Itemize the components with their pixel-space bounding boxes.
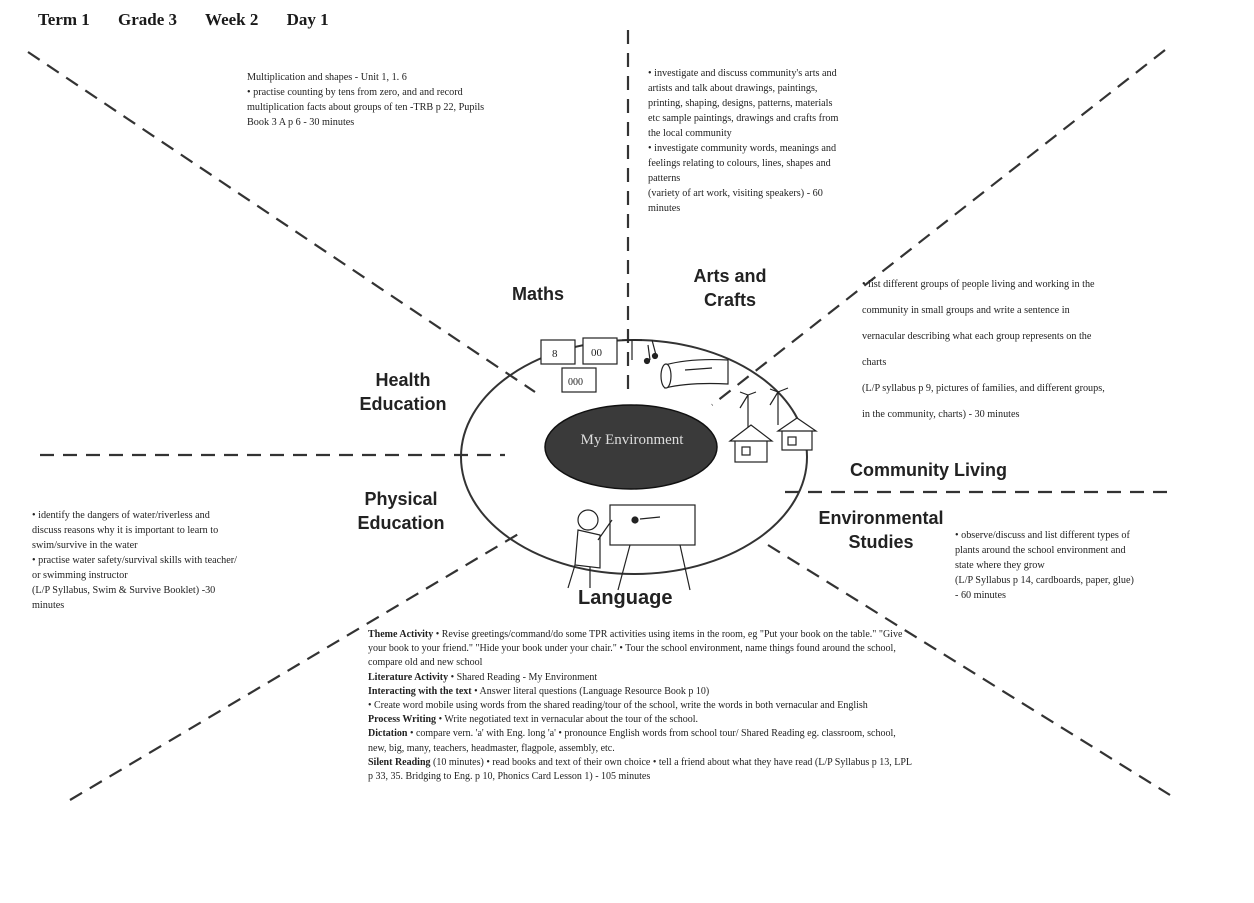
silent-reading-activity: Silent Reading (10 minutes) • read books… [368, 756, 913, 784]
arts-line: patterns [648, 173, 681, 184]
center-theme-label: My Environment [580, 432, 684, 448]
arts-line: printing, shaping, designs, patterns, ma… [648, 98, 833, 109]
health-label-line1: Health [375, 370, 431, 390]
arts-activity-block: • investigate and discuss community's ar… [648, 66, 948, 216]
environmental-line: • observe/discuss and list different typ… [955, 530, 1130, 541]
process-text: • Write negotiated text in vernacular ab… [436, 714, 699, 726]
arts-line: the local community [648, 128, 732, 139]
maths-picture-icon: 8 00 000 [540, 337, 618, 393]
interacting-heading: Interacting with the text [368, 685, 472, 697]
word-mobile-activity: • Create word mobile using words from th… [368, 700, 868, 712]
community-line: • list different groups of people living… [862, 279, 1095, 290]
maths-activity-block: Multiplication and shapes - Unit 1, 1. 6… [247, 70, 637, 130]
physical-label-line2: Education [357, 513, 445, 533]
arts-label-line1: Arts and [693, 266, 767, 286]
arts-line: feelings relating to colours, lines, sha… [648, 158, 831, 169]
teacher-easel-icon [567, 504, 696, 591]
arts-line: • investigate community words, meanings … [648, 143, 837, 154]
community-line: charts [862, 357, 887, 368]
physical-activity-block: • identify the dangers of water/riverles… [32, 508, 332, 613]
scroll-icon [660, 358, 729, 389]
subject-language: Language [578, 586, 672, 610]
community-label: Community Living [850, 460, 1007, 480]
silent-text: (10 minutes) • read books and text of th… [368, 756, 912, 783]
literature-heading: Literature Activity [368, 671, 449, 683]
environmental-label-line1: Environmental [818, 508, 944, 528]
term-label: Term 1 [38, 10, 90, 29]
literature-activity: Literature Activity • Shared Reading - M… [368, 671, 913, 685]
physical-line: minutes [32, 600, 65, 611]
village-icon [728, 387, 818, 463]
interacting-activity: Interacting with the text • Answer liter… [368, 685, 913, 699]
physical-line: • identify the dangers of water/riverles… [32, 510, 210, 521]
process-heading: Process Writing [368, 714, 437, 726]
language-label: Language [578, 587, 673, 609]
interacting-text: • Answer literal questions (Language Res… [471, 685, 710, 697]
divider-top-right [711, 49, 1166, 406]
maths-line: • practise counting by tens from zero, a… [247, 87, 463, 98]
dictation-activity: Dictation • compare vern. 'a' with Eng. … [368, 727, 913, 755]
maths-line: multiplication facts about groups of ten… [247, 102, 485, 113]
environmental-activity-block: • observe/discuss and list different typ… [955, 528, 1225, 603]
physical-line: or swimming instructor [32, 570, 128, 581]
arts-line: etc sample paintings, drawings and craft… [648, 113, 839, 124]
theme-heading: Theme Activity [368, 629, 434, 640]
day-label: Day 1 [286, 10, 329, 29]
dictation-text: • compare vern. 'a' with Eng. long 'a' •… [368, 728, 896, 754]
environmental-line: - 60 minutes [955, 590, 1006, 601]
community-activity-block: • list different groups of people living… [862, 272, 1247, 428]
arts-line: • investigate and discuss community's ar… [648, 68, 837, 79]
literature-text: • Shared Reading - My Environment [448, 671, 598, 683]
center-ellipse-fill [544, 404, 718, 490]
physical-line: swim/survive in the water [32, 540, 138, 551]
arts-line: artists and talk about drawings, paintin… [648, 83, 818, 94]
physical-line: discuss reasons why it is important to l… [32, 525, 219, 536]
divider-bottom-right [767, 544, 1171, 796]
svg-text:000: 000 [568, 377, 583, 388]
maths-label: Maths [512, 284, 565, 304]
week-label: Week 2 [205, 10, 259, 29]
subject-arts-crafts: Arts and Crafts [690, 264, 770, 312]
svg-text:8: 8 [552, 348, 558, 360]
page-header: Term 1 Grade 3 Week 2 Day 1 [38, 10, 353, 30]
language-activity-block: Theme Activity • Revise greetings/comman… [368, 628, 913, 784]
divider-top-left [27, 51, 536, 393]
community-line: community in small groups and write a se… [862, 305, 1070, 316]
theme-activity: Theme Activity • Revise greetings/comman… [368, 628, 913, 671]
maths-line: Book 3 A p 6 - 30 minutes [247, 117, 355, 128]
physical-line: • practise water safety/survival skills … [32, 555, 237, 566]
arts-label-line2: Crafts [703, 290, 756, 310]
physical-label-line1: Physical [364, 489, 438, 509]
dictation-heading: Dictation [368, 728, 408, 740]
svg-text:00: 00 [591, 347, 603, 359]
arts-line: minutes [648, 203, 681, 214]
subject-maths: Maths [512, 282, 564, 306]
subject-community-living: Community Living [850, 458, 1007, 482]
community-line: (L/P syllabus p 9, pictures of families,… [862, 383, 1105, 394]
physical-line: (L/P Syllabus, Swim & Survive Booklet) -… [32, 585, 216, 596]
subject-environmental-studies: Environmental Studies [806, 506, 956, 554]
arts-line: (variety of art work, visiting speakers)… [648, 188, 823, 199]
health-label-line2: Education [359, 394, 447, 414]
subject-physical-education: Physical Education [352, 487, 450, 535]
silent-heading: Silent Reading [368, 756, 431, 768]
music-note-icon [622, 339, 659, 365]
grade-label: Grade 3 [118, 10, 178, 29]
environmental-line: (L/P Syllabus p 14, cardboards, paper, g… [955, 575, 1134, 586]
maths-line: Multiplication and shapes - Unit 1, 1. 6 [247, 72, 407, 83]
environmental-line: plants around the school environment and [955, 545, 1126, 556]
theme-text: • Revise greetings/command/do some TPR a… [368, 629, 903, 669]
community-line: vernacular describing what each group re… [862, 331, 1092, 342]
divider-bottom-left [69, 532, 521, 801]
community-line: in the community, charts) - 30 minutes [862, 409, 1020, 420]
environmental-label-line2: Studies [848, 532, 914, 552]
subject-health-education: Health Education [358, 368, 448, 416]
environmental-line: state where they grow [955, 560, 1045, 571]
process-writing-activity: Process Writing • Write negotiated text … [368, 713, 913, 727]
